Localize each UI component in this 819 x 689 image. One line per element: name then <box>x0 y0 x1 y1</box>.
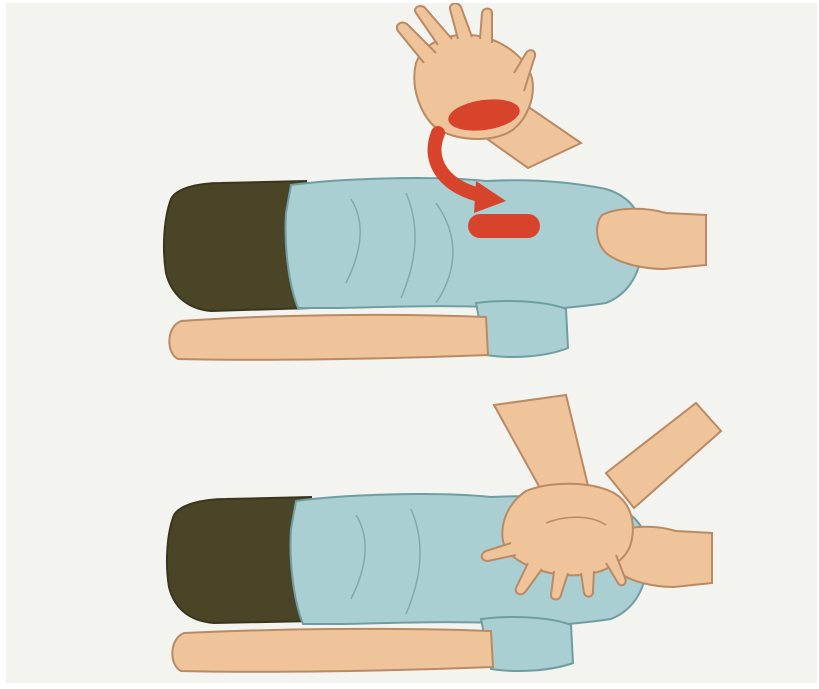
shirt-top <box>286 178 643 309</box>
sleeve-bottom <box>481 617 573 671</box>
compression-point-marker <box>468 214 540 238</box>
illustration-frame <box>6 3 817 683</box>
arm-top <box>169 315 488 360</box>
cpr-illustration <box>6 3 817 683</box>
finger-4 <box>480 9 492 44</box>
sleeve-top <box>476 301 568 357</box>
arm-bottom <box>172 629 493 672</box>
